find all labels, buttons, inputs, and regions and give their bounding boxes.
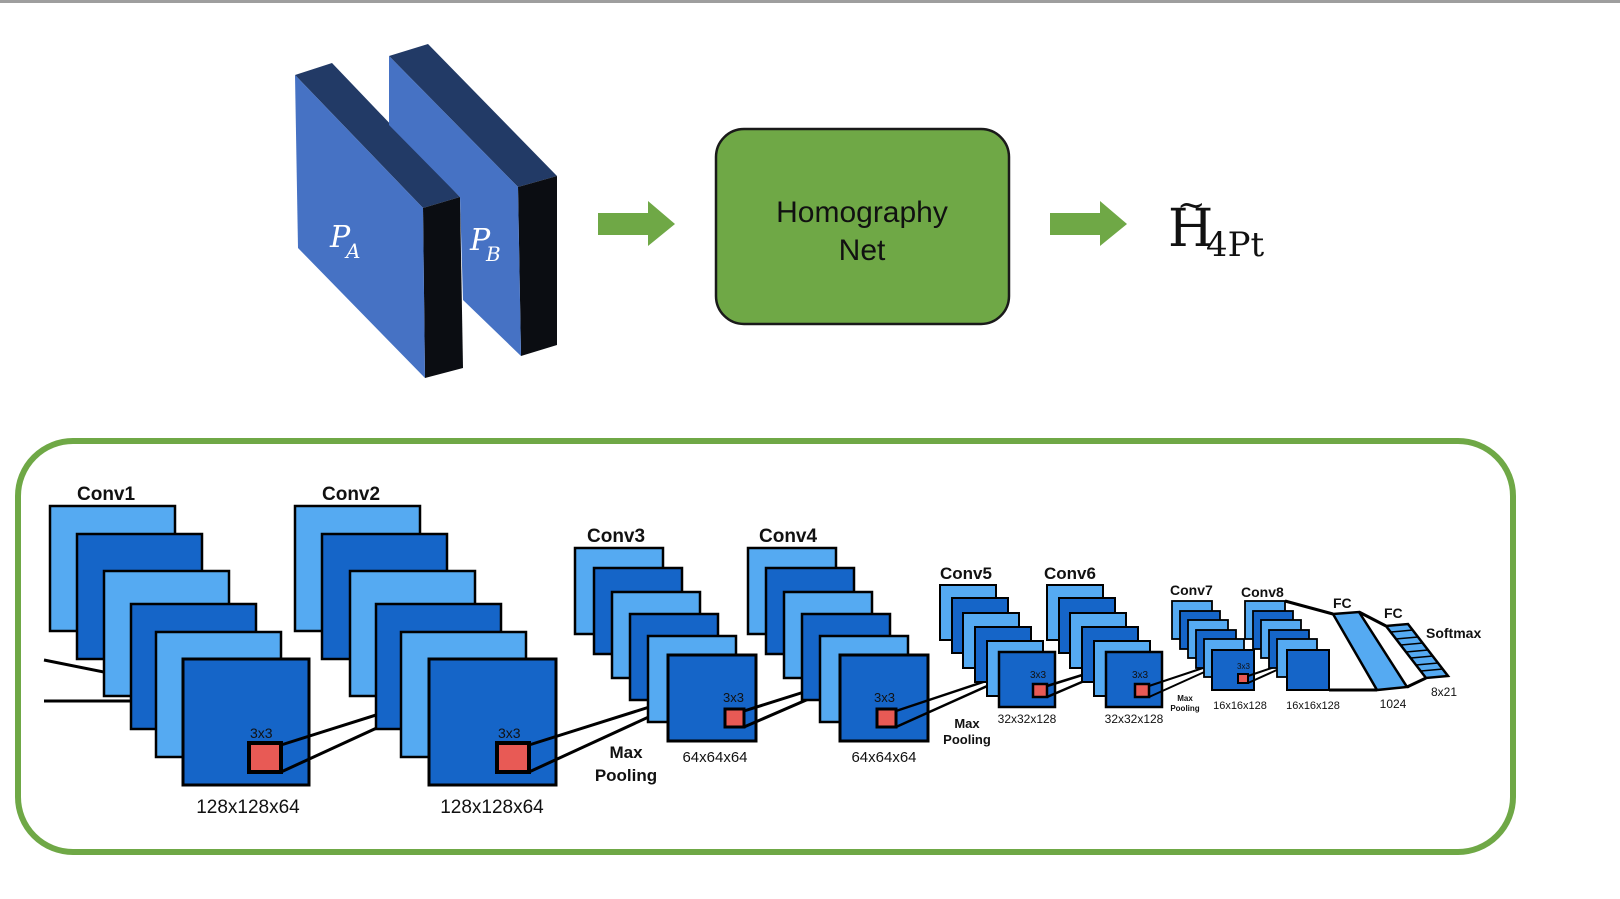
conv4-kernel — [875, 707, 898, 729]
fc-connect-top — [1284, 599, 1334, 616]
conv6-stack — [1046, 584, 1164, 709]
fc2-layer — [1383, 622, 1451, 680]
net-label-line1: Homography — [776, 196, 948, 229]
fc2-label: FC — [1384, 605, 1403, 621]
fc1-layer — [1330, 610, 1410, 692]
patch-b: P B — [389, 44, 557, 356]
net-label-line2: Net — [839, 234, 886, 267]
conv3-label: Conv3 — [587, 526, 645, 547]
patch-a-side-face — [423, 197, 463, 378]
output-label: H — [1168, 199, 1213, 259]
patch-b-top-face — [389, 44, 557, 187]
conv5-stack — [939, 584, 1057, 709]
conv6-kernel — [1133, 682, 1151, 699]
top-rule — [0, 0, 1620, 3]
conv1-dims: 128x128x64 — [196, 797, 300, 818]
pool2-line2: Pooling — [943, 732, 991, 747]
patch-a-subscript: A — [344, 239, 360, 263]
fc1-label: FC — [1333, 595, 1352, 611]
patch-b-front-face — [389, 56, 521, 356]
arrow-to-output — [1050, 201, 1127, 246]
conv4-dims: 64x64x64 — [851, 749, 916, 766]
conv3-dims: 64x64x64 — [682, 749, 747, 766]
patch-b-label: P — [469, 223, 491, 258]
conv1-label: Conv1 — [77, 484, 136, 505]
patch-a-top-face — [295, 63, 460, 208]
patch-a-front-face — [295, 75, 425, 378]
conv5-label: Conv5 — [940, 564, 992, 583]
pool2-line1: Max — [954, 716, 980, 731]
fc1-dims: 1024 — [1380, 697, 1407, 711]
conv5-dims: 32x32x128 — [998, 712, 1057, 726]
patch-a-label: P — [329, 220, 351, 255]
conv3-stack — [573, 546, 758, 743]
conv7-stack — [1171, 600, 1255, 691]
patch-b-side-face — [518, 176, 557, 356]
conv1-kernel-label: 3x3 — [250, 725, 273, 741]
conv5-kernel-label: 3x3 — [1030, 670, 1047, 681]
fc2-dims: 8x21 — [1431, 685, 1457, 699]
conv3-kernel — [723, 707, 746, 729]
conv2-kernel — [495, 741, 531, 774]
pool1-line2: Pooling — [595, 766, 657, 785]
conv6-dims: 32x32x128 — [1105, 712, 1164, 726]
conv6-kernel-label: 3x3 — [1132, 670, 1149, 681]
patch-b-subscript: B — [485, 242, 501, 266]
conv4-label: Conv4 — [759, 526, 818, 547]
conv8-stack — [1244, 600, 1330, 691]
conv4-stack — [746, 546, 930, 743]
pool3-line1: Max — [1177, 694, 1193, 703]
architecture-frame — [15, 438, 1516, 855]
conv4-kernel-label: 3x3 — [874, 690, 895, 705]
conv7-kernel-label: 3x3 — [1237, 662, 1250, 671]
patch-a: P A — [295, 63, 463, 378]
conv3-kernel-label: 3x3 — [723, 690, 744, 705]
conv7-label: Conv7 — [1170, 582, 1213, 598]
conv6-label: Conv6 — [1044, 564, 1096, 583]
arrow-to-net — [598, 201, 675, 246]
conv2-kernel-label: 3x3 — [498, 725, 521, 741]
conv2-dims: 128x128x64 — [440, 797, 544, 818]
pool3-line2: Pooling — [1170, 704, 1199, 713]
conv7-kernel — [1237, 673, 1249, 684]
conv8-label: Conv8 — [1241, 584, 1284, 600]
output-tilde: ~ — [1177, 185, 1206, 225]
conv7-dims: 16x16x128 — [1213, 700, 1267, 712]
conv2-label: Conv2 — [322, 484, 380, 505]
softmax-label: Softmax — [1426, 625, 1481, 641]
conv1-stack — [48, 504, 311, 787]
output-subscript: 4Pt — [1206, 225, 1265, 265]
pool1-line1: Max — [609, 743, 643, 762]
conv2-stack — [293, 504, 558, 787]
conv1-kernel — [247, 741, 283, 774]
fc2-connect-bottom — [1406, 676, 1427, 689]
fc2-connect-top — [1358, 610, 1387, 628]
homography-net-box — [714, 127, 1011, 326]
conv5-kernel — [1031, 682, 1049, 699]
conv8-dims: 16x16x128 — [1286, 700, 1340, 712]
